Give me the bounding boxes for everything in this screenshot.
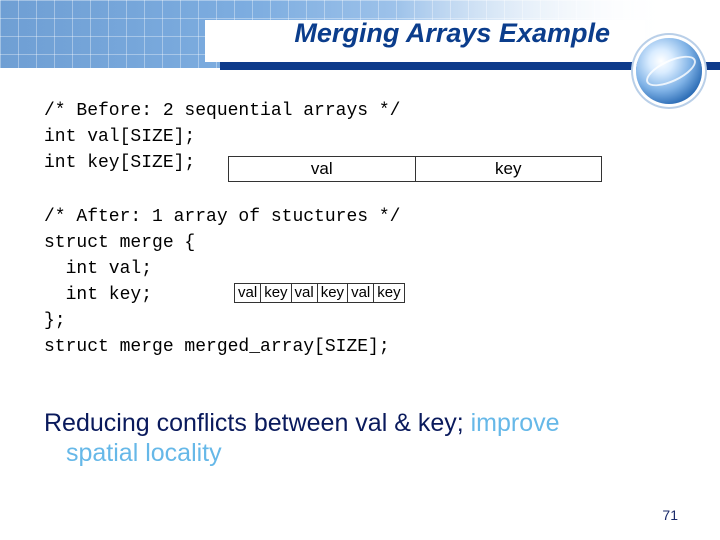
before-code-line-1: /* Before: 2 sequential arrays */ bbox=[44, 101, 401, 121]
val-array-cell: val bbox=[310, 159, 333, 178]
merged-cell: val bbox=[290, 284, 317, 302]
after-code-line-5: }; bbox=[44, 311, 66, 331]
title-band bbox=[205, 20, 645, 62]
sequential-arrays-diagram: val key bbox=[228, 156, 602, 182]
page-number: 71 bbox=[662, 507, 678, 523]
globe-ring bbox=[641, 49, 701, 93]
title-rule bbox=[220, 62, 720, 70]
bullet-highlight-text: improve bbox=[470, 409, 560, 437]
before-code-line-2: int val[SIZE]; bbox=[44, 127, 196, 147]
after-code-line-6: struct merge merged_array[SIZE]; bbox=[44, 337, 390, 357]
slide-title: Merging Arrays Example bbox=[294, 18, 610, 48]
before-code-line-3: int key[SIZE]; bbox=[44, 153, 196, 173]
header-banner: Merging Arrays Example bbox=[0, 0, 720, 80]
bullet-point: Reducing conflicts between val & key; im… bbox=[44, 408, 684, 468]
bullet-main-text: Reducing conflicts between val & key; bbox=[44, 409, 471, 437]
after-code-line-1: /* After: 1 array of stuctures */ bbox=[44, 207, 401, 227]
bullet-continuation-text: spatial locality bbox=[66, 439, 222, 467]
merged-cell: val bbox=[347, 284, 373, 302]
merged-cell: key bbox=[316, 284, 347, 302]
merged-array-diagram: val key val key val key bbox=[234, 283, 405, 303]
after-code-line-4: int key; bbox=[44, 285, 153, 305]
merged-cell: key bbox=[260, 284, 290, 302]
key-array-cell: key bbox=[414, 157, 602, 181]
after-code-line-2: struct merge { bbox=[44, 233, 196, 253]
merged-cell: key bbox=[373, 284, 403, 302]
after-code-line-3: int val; bbox=[44, 259, 153, 279]
merged-cell: val bbox=[238, 284, 258, 301]
globe-icon bbox=[636, 38, 702, 104]
